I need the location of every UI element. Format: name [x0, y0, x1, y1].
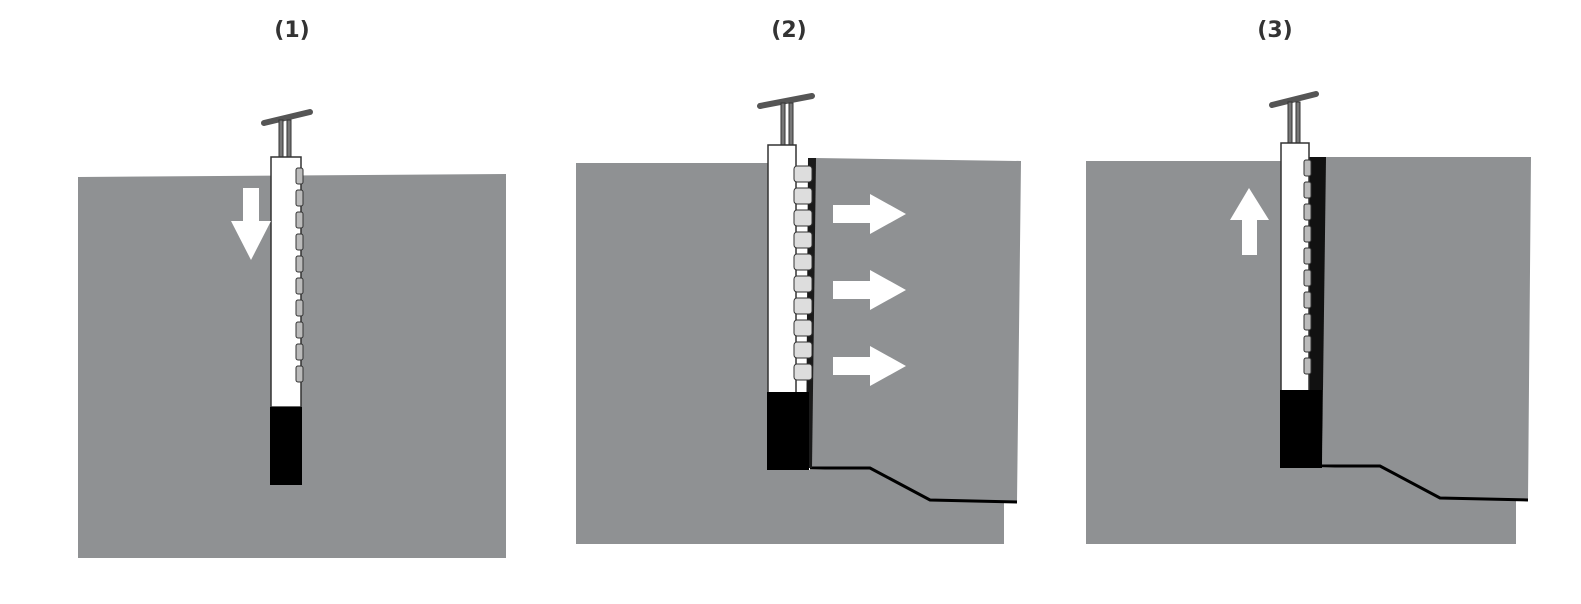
- down-arrow-icon: [231, 188, 271, 260]
- right-arrow-icon: [833, 346, 906, 386]
- tool-pads-3: [1303, 159, 1312, 375]
- tool-handle-2: [757, 93, 815, 149]
- up-arrow-icon: [1230, 188, 1269, 255]
- panel-3: [1086, 91, 1531, 544]
- tool-handle-3: [1269, 91, 1319, 148]
- panel-1-label: (1): [274, 18, 310, 43]
- tool-bottom-3: [1280, 390, 1322, 468]
- tool-bottom-1: [270, 407, 302, 485]
- tool-body-2: [767, 144, 797, 394]
- panel-2: [576, 93, 1021, 544]
- rock-block-3-left: [1086, 161, 1516, 544]
- right-arrow-icon: [833, 194, 906, 234]
- gap-3: [1308, 157, 1326, 466]
- crack-line-2: [810, 466, 1018, 504]
- panel-1: [78, 109, 506, 558]
- panel-2-label: (2): [771, 18, 807, 43]
- right-arrow-icon: [833, 270, 906, 310]
- tool-pads-1: [295, 167, 304, 383]
- rock-block-3-right: [1322, 157, 1531, 500]
- panel-3-label: (3): [1257, 18, 1293, 43]
- rock-block-2-right: [810, 158, 1021, 502]
- tool-handle-1: [261, 109, 313, 161]
- tool-body-3: [1280, 142, 1310, 392]
- tool-pads-2: [793, 165, 813, 381]
- tool-bottom-2: [767, 392, 809, 470]
- crack-line-3: [1322, 464, 1529, 502]
